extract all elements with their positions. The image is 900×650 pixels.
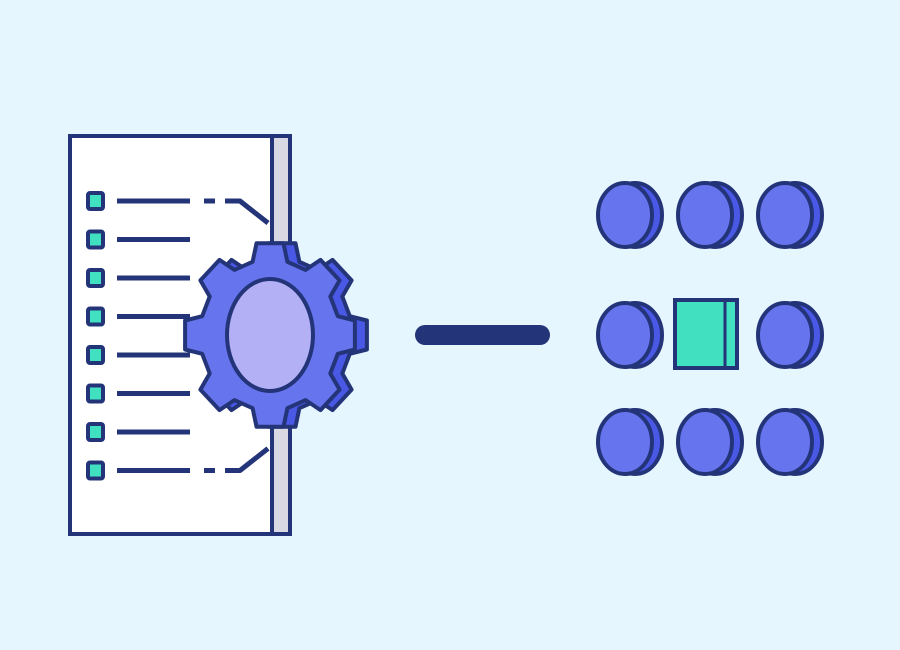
- node-grid: [596, 181, 824, 476]
- node: [596, 301, 664, 369]
- circle-node-icon: [756, 408, 814, 476]
- list-item: [86, 422, 190, 442]
- list-item: [86, 191, 270, 225]
- list-item: [86, 345, 190, 365]
- connector-line: [225, 446, 270, 473]
- node: [756, 408, 824, 476]
- circle-node-icon: [676, 408, 734, 476]
- node: [676, 181, 744, 249]
- checkbox-icon: [86, 306, 105, 327]
- checkbox-icon: [86, 345, 105, 365]
- circle-node-icon: [676, 181, 734, 249]
- square-node-icon: [673, 298, 739, 370]
- circle-node-icon: [756, 301, 814, 369]
- list-item: [86, 229, 190, 250]
- gear-icon: [183, 241, 369, 429]
- node: [756, 181, 824, 249]
- list-item: [86, 383, 190, 404]
- checkbox-icon: [86, 460, 105, 481]
- circle-node-icon: [596, 408, 654, 476]
- checkbox-icon: [86, 383, 105, 404]
- node: [596, 408, 664, 476]
- checkbox-icon: [86, 268, 105, 288]
- checkbox-icon: [86, 229, 105, 250]
- circle-node-icon: [756, 181, 814, 249]
- circle-node-icon: [596, 301, 654, 369]
- gear-center: [225, 277, 315, 393]
- list-item: [86, 306, 190, 327]
- list-item: [86, 446, 270, 481]
- circle-node-icon: [596, 181, 654, 249]
- connector-line: [225, 198, 270, 225]
- list-item: [86, 268, 190, 288]
- node: [756, 301, 824, 369]
- node: [596, 181, 664, 249]
- checkbox-icon: [86, 422, 105, 442]
- node: [676, 408, 744, 476]
- checkbox-icon: [86, 191, 105, 211]
- highlighted-node: [673, 298, 739, 370]
